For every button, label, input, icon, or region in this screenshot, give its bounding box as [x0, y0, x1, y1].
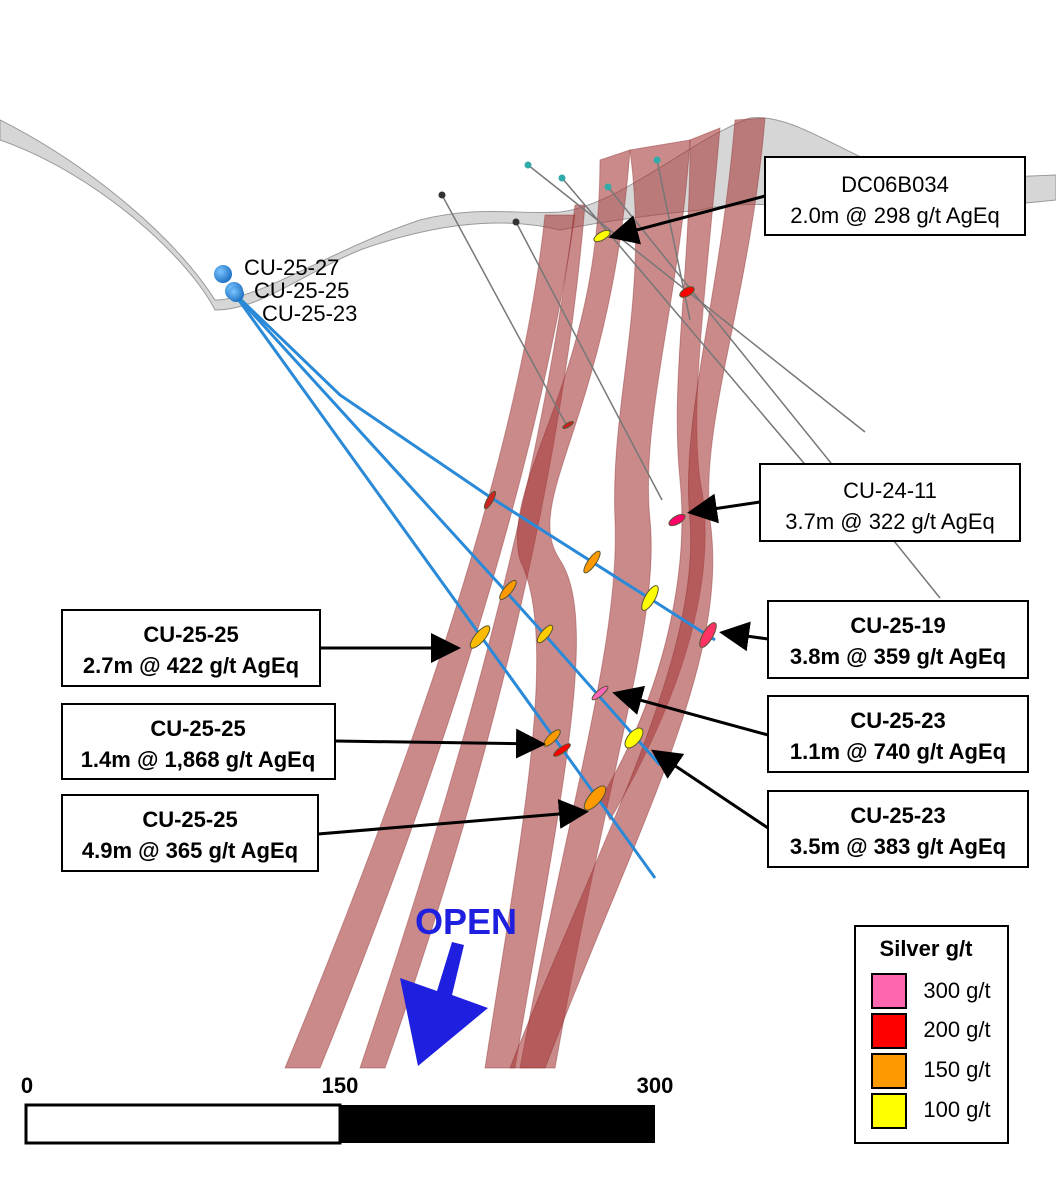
svg-text:1.4m @ 1,868 g/t AgEq: 1.4m @ 1,868 g/t AgEq: [81, 747, 316, 772]
svg-text:0: 0: [21, 1073, 33, 1098]
vein-structures: [284, 117, 766, 1069]
collar-label: CU-25-27: [244, 255, 339, 280]
svg-text:CU-25-25: CU-25-25: [150, 716, 245, 741]
new-drillholes: [231, 290, 716, 879]
legend: Silver g/t 300 g/t 200 g/t 150 g/t 100 g…: [854, 925, 1009, 1144]
svg-text:150 g/t: 150 g/t: [923, 1057, 990, 1082]
svg-text:CU-25-25: CU-25-25: [142, 807, 237, 832]
svg-text:3.5m @ 383 g/t AgEq: 3.5m @ 383 g/t AgEq: [790, 834, 1006, 859]
collar-label: CU-25-25: [254, 278, 349, 303]
svg-text:CU-25-25: CU-25-25: [143, 622, 238, 647]
svg-text:2.0m @ 298 g/t AgEq: 2.0m @ 298 g/t AgEq: [790, 203, 999, 228]
svg-text:CU-25-23: CU-25-23: [850, 803, 945, 828]
callout-cu-25-25-a: CU-25-25 2.7m @ 422 g/t AgEq: [61, 609, 461, 687]
svg-text:200 g/t: 200 g/t: [923, 1017, 990, 1042]
callout-cu-25-25-c: CU-25-25 4.9m @ 365 g/t AgEq: [61, 794, 589, 872]
collar-cu-25-27: [214, 265, 232, 283]
svg-text:1.1m @ 740 g/t AgEq: 1.1m @ 740 g/t AgEq: [790, 739, 1006, 764]
svg-text:DC06B034: DC06B034: [841, 172, 949, 197]
callout-cu-24-11: CU-24-11 3.7m @ 322 g/t AgEq: [687, 463, 1021, 542]
svg-text:CU-25-23: CU-25-23: [850, 708, 945, 733]
open-label: OPEN: [415, 901, 517, 942]
svg-text:150: 150: [322, 1073, 359, 1098]
callout-cu-25-19: CU-25-19 3.8m @ 359 g/t AgEq: [719, 600, 1029, 679]
svg-text:4.9m @ 365 g/t AgEq: 4.9m @ 365 g/t AgEq: [82, 838, 298, 863]
svg-text:300 g/t: 300 g/t: [923, 978, 990, 1003]
assay-intercepts: [469, 229, 717, 811]
callout-cu-25-23-a: CU-25-23 1.1m @ 740 g/t AgEq: [612, 685, 1029, 773]
svg-text:CU-25-19: CU-25-19: [850, 613, 945, 638]
scale-bar: 0 150 300: [21, 1073, 674, 1145]
svg-text:3.7m @ 322 g/t AgEq: 3.7m @ 322 g/t AgEq: [785, 509, 994, 534]
svg-text:3.8m @ 359 g/t AgEq: 3.8m @ 359 g/t AgEq: [790, 644, 1006, 669]
svg-text:2.7m @ 422 g/t AgEq: 2.7m @ 422 g/t AgEq: [83, 653, 299, 678]
callout-cu-25-25-b: CU-25-25 1.4m @ 1,868 g/t AgEq: [61, 703, 546, 780]
callout-cu-25-23-b: CU-25-23 3.5m @ 383 g/t AgEq: [651, 749, 1029, 868]
collar-cu-25-23: [228, 286, 244, 302]
callout-dc06b034: DC06B034 2.0m @ 298 g/t AgEq: [608, 156, 1026, 245]
svg-text:CU-24-11: CU-24-11: [843, 478, 937, 503]
svg-text:100 g/t: 100 g/t: [923, 1097, 990, 1122]
svg-text:Silver g/t: Silver g/t: [880, 936, 974, 961]
open-arrow-icon: [400, 942, 488, 1066]
svg-text:300: 300: [637, 1073, 674, 1098]
collar-label: CU-25-23: [262, 301, 357, 326]
